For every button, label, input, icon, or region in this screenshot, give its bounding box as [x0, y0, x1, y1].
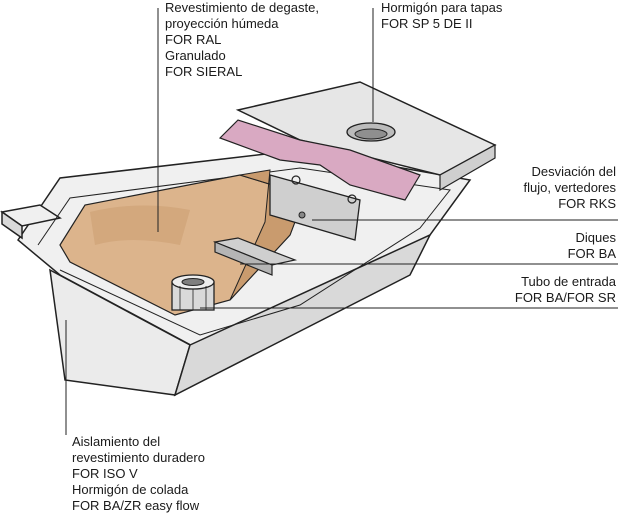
label-inlet-line-1: Tubo de entrada — [521, 274, 616, 289]
label-cover-line-1: Hormigón para tapas — [381, 0, 503, 15]
weir-plate-body — [269, 174, 361, 241]
label-flow-line-1: Desviación del — [531, 164, 616, 179]
label-lining: Revestimiento de degaste, proyección húm… — [165, 0, 319, 80]
label-lining-line-1: Revestimiento de degaste, — [165, 0, 319, 15]
label-lining-line-3: FOR RAL — [165, 32, 222, 47]
lining-floor-shadow — [90, 205, 190, 245]
label-dams-line-1: Diques — [575, 230, 616, 245]
label-insulation-line-1: Aislamiento del — [72, 434, 161, 449]
inlet-tube — [171, 274, 215, 311]
label-dams: Diques FOR BA — [568, 230, 616, 262]
cover-pink-layer — [218, 119, 421, 201]
label-insulation-line-3: FOR ISO V — [72, 466, 138, 481]
cover-slab — [218, 81, 497, 201]
label-insulation-line-4: Hormigón de colada — [72, 482, 189, 497]
label-cover-line-2: FOR SP 5 DE II — [381, 16, 473, 31]
label-lining-line-2: proyección húmeda — [165, 16, 279, 31]
label-lining-line-5: FOR SIERAL — [165, 64, 243, 79]
label-flow-line-3: FOR RKS — [558, 196, 616, 211]
shell-rim-line — [37, 167, 451, 336]
label-cover-concrete: Hormigón para tapas FOR SP 5 DE II — [381, 0, 502, 32]
label-insulation-line-2: revestimiento duradero — [72, 450, 205, 465]
label-dams-line-2: FOR BA — [567, 246, 616, 261]
label-inlet-line-2: FOR BA/FOR SR — [514, 290, 616, 305]
label-lining-line-4: Granulado — [165, 48, 226, 63]
weir-hook-left — [291, 175, 301, 185]
inlet-tube-opening — [181, 278, 205, 286]
label-flow-line-2: flujo, vertedores — [523, 180, 617, 195]
shell-left-spout-front — [1, 210, 23, 240]
label-insulation: Aislamiento del revestimiento duradero F… — [72, 434, 205, 514]
dam-bar — [212, 237, 298, 276]
leader-lines — [65, 8, 618, 435]
weir-plate — [269, 174, 361, 241]
label-flow-deviation: Desviación del flujo, vertedores FOR RKS — [524, 164, 617, 212]
shell-side-wall — [173, 233, 432, 397]
weir-bolt — [298, 211, 306, 219]
cover-hole-inner — [354, 128, 388, 140]
cover-front-edge — [439, 143, 496, 192]
label-inlet-tube: Tubo de entrada FOR BA/FOR SR — [515, 274, 616, 306]
label-insulation-line-5: FOR BA/ZR easy flow — [72, 498, 200, 513]
weir-hook-right — [347, 194, 357, 204]
dam-front — [214, 241, 273, 276]
